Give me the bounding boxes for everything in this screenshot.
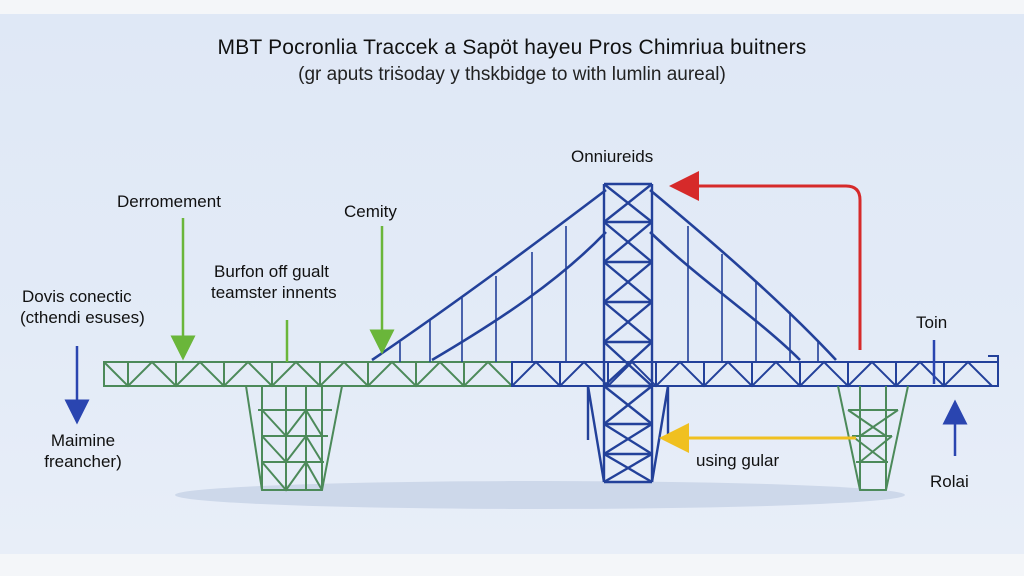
label-burfon-line1: Burfon off gualt (214, 262, 329, 281)
main-tower (586, 182, 670, 484)
label-maimine-line2: freancher) (44, 452, 122, 471)
label-top-tower: Onniureids (571, 147, 654, 166)
label-burfon-line2: teamster innents (211, 283, 337, 302)
label-toin: Toin (916, 313, 948, 332)
ground-shadow (175, 481, 905, 509)
red-arrow (669, 171, 862, 350)
label-maimine-line1: Maimine (50, 431, 116, 450)
suspension-cables (371, 188, 837, 362)
hanger-rods (399, 226, 819, 362)
label-derromement: Derromement (117, 192, 221, 211)
label-using-gular: using gular (696, 451, 780, 470)
diagram-subtitle: (ɡr aputs triṡoday y thskbidge to with l… (298, 64, 726, 85)
right-deck-truss (511, 355, 999, 388)
label-dovis-line2: (cthendi esuses) (20, 308, 145, 327)
label-rolai: Rolai (930, 472, 969, 491)
label-cemity: Cemity (344, 202, 397, 221)
label-dovis-line1: Dovis conectic (22, 287, 132, 306)
diagram-title: MBT Pocronlia Traccek a Sapöt hayeu Pros… (217, 36, 807, 59)
left-deck-truss (103, 360, 513, 388)
left-pier (245, 385, 343, 492)
diagram-background (0, 14, 1024, 554)
